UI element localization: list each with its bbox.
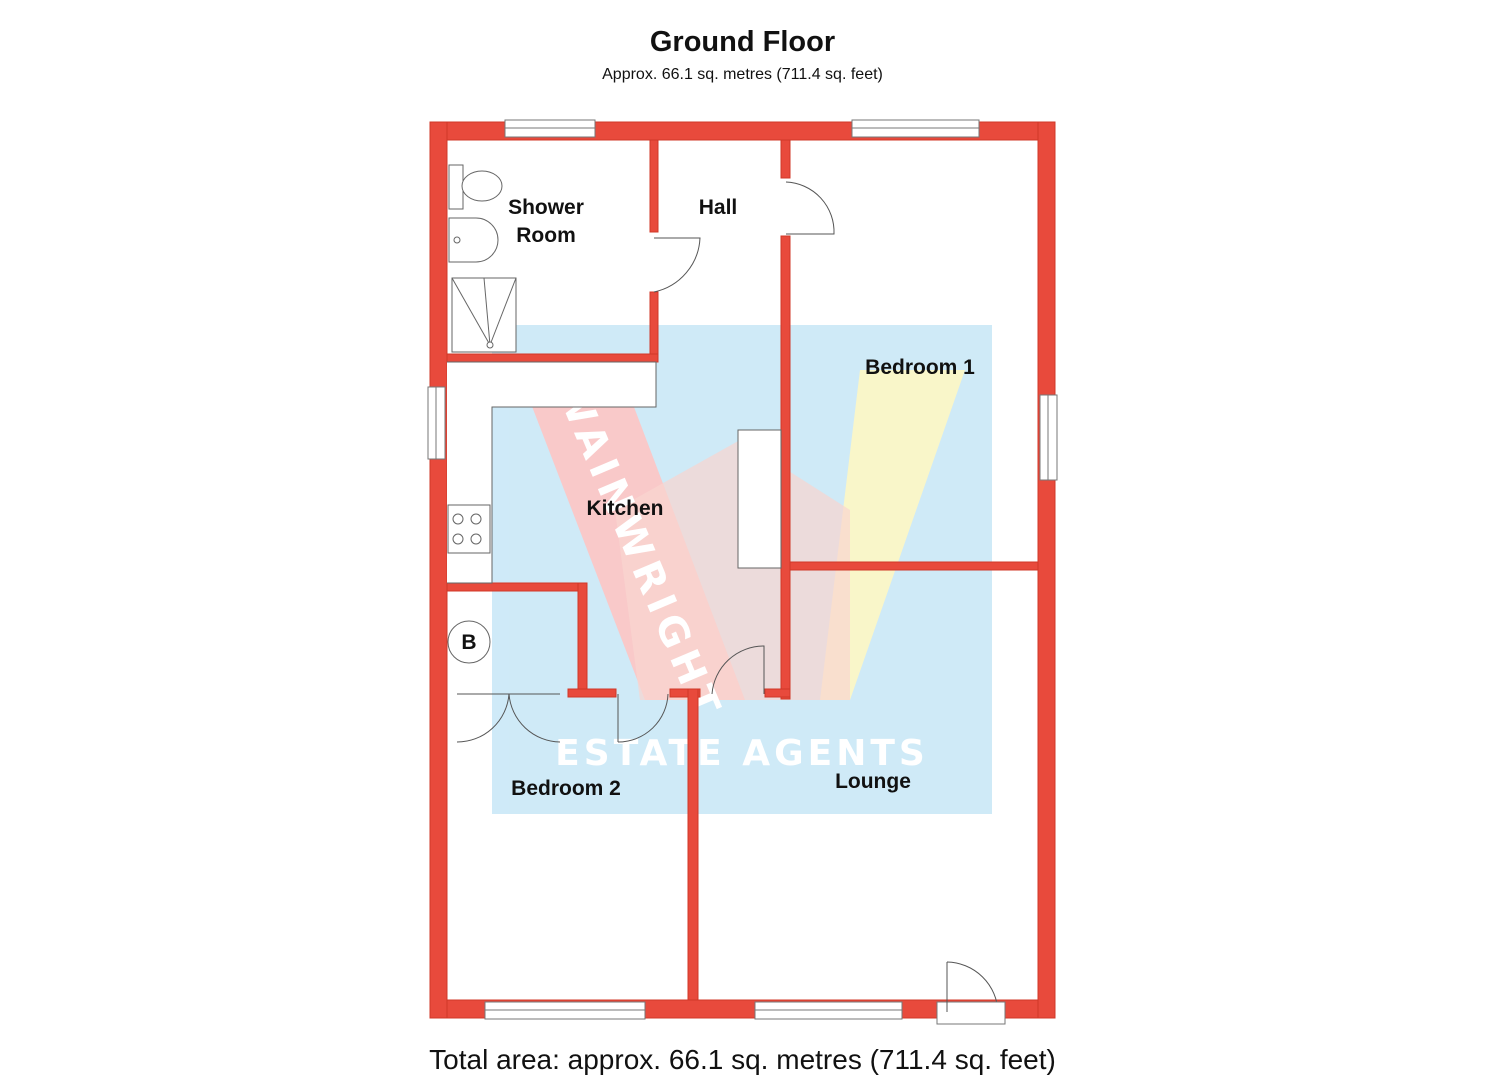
shower-tray-icon xyxy=(451,277,517,353)
watermark-house xyxy=(615,440,850,700)
floor-title: Ground Floor xyxy=(649,26,836,58)
room-label-shower-line1: Shower xyxy=(508,196,584,219)
door-cupboard-left xyxy=(456,693,510,743)
room-label-hall: Hall xyxy=(699,196,738,219)
interior-walls xyxy=(446,139,1039,1001)
room-label-shower-line2: Room xyxy=(516,224,576,247)
door-bedroom2 xyxy=(617,693,669,743)
toilet-icon xyxy=(461,170,503,202)
watermark-tagline: ESTATE AGENTS xyxy=(555,733,929,774)
door-cupboard-right xyxy=(508,693,561,743)
total-area: Total area: approx. 66.1 sq. metres (711… xyxy=(429,1044,1056,1075)
door-bedroom1 xyxy=(785,181,835,235)
door-shower-room xyxy=(653,237,701,293)
room-label-kitchen: Kitchen xyxy=(586,497,663,520)
fixtures xyxy=(447,164,782,664)
boiler-label: B xyxy=(461,631,476,654)
doors xyxy=(456,181,1006,1025)
front-door-step xyxy=(936,1001,1006,1025)
floor-area-subtitle: Approx. 66.1 sq. metres (711.4 sq. feet) xyxy=(602,66,883,83)
cupboard-unit xyxy=(737,429,782,569)
watermark-v-right xyxy=(820,370,965,700)
kitchen-counter xyxy=(447,361,657,584)
hob-icon xyxy=(447,504,491,554)
boiler-icon xyxy=(447,620,491,664)
basin-icon xyxy=(448,217,499,263)
room-label-bedroom2: Bedroom 2 xyxy=(511,777,621,800)
watermark: WAINWRIGHT ESTATE AGENTS xyxy=(492,325,992,814)
room-label-bedroom1: Bedroom 1 xyxy=(865,356,975,379)
room-label-lounge: Lounge xyxy=(835,770,911,793)
windows xyxy=(427,119,1058,1020)
toilet-cistern xyxy=(448,164,464,210)
door-lounge xyxy=(711,645,765,695)
